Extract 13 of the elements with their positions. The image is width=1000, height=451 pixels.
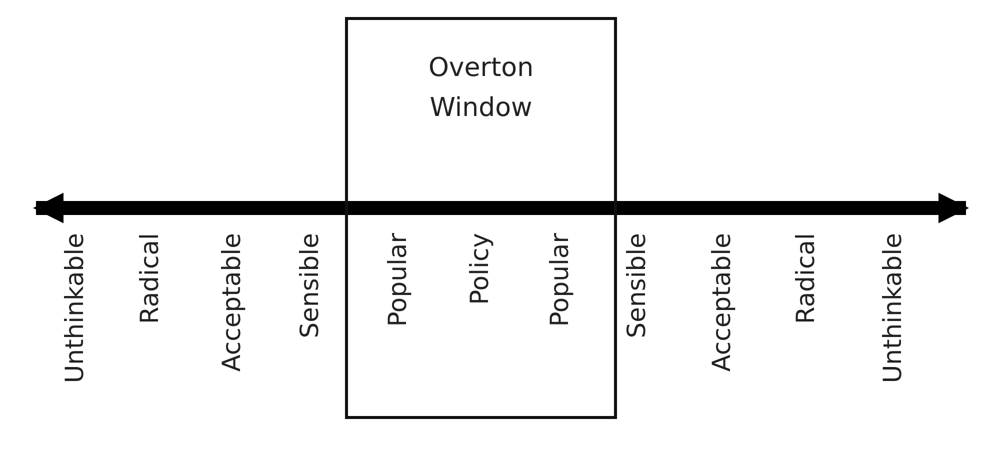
spectrum-label: Popular bbox=[383, 233, 413, 327]
spectrum-label: Unthinkable bbox=[60, 233, 90, 384]
window-box bbox=[345, 17, 617, 419]
spectrum-label: Radical bbox=[135, 233, 165, 324]
spectrum-label: Popular bbox=[545, 233, 575, 327]
spectrum-label: Unthinkable bbox=[878, 233, 908, 384]
window-title: Overton Window bbox=[427, 52, 535, 125]
spectrum-label: Sensible bbox=[622, 233, 652, 338]
spectrum-label: Radical bbox=[791, 233, 821, 324]
spectrum-label: Acceptable bbox=[217, 233, 247, 372]
spectrum-label: Acceptable bbox=[707, 233, 737, 372]
spectrum-label: Sensible bbox=[295, 233, 325, 338]
spectrum-label: Policy bbox=[465, 233, 495, 305]
